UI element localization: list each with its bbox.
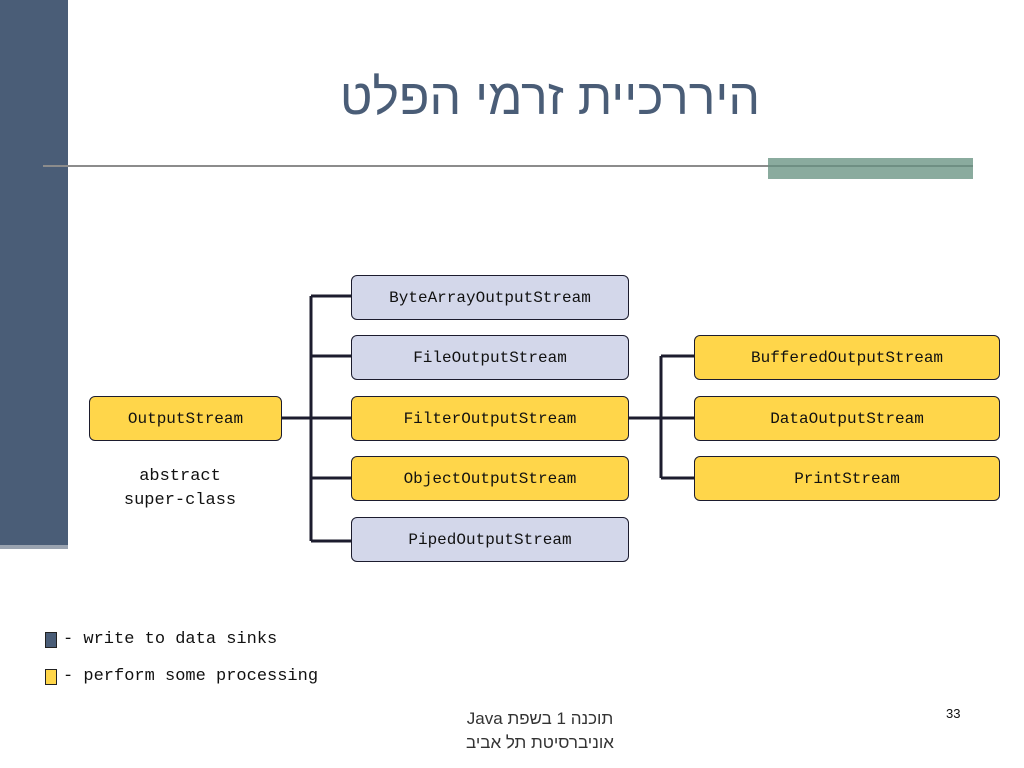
root-note-line-1: abstract — [139, 467, 221, 486]
legend-processing-text: - perform some processing — [63, 667, 319, 686]
legend-processing: - perform some processing — [45, 667, 318, 686]
node-fileoutputstream: FileOutputStream — [351, 335, 629, 380]
title-rule — [43, 165, 973, 167]
node-bytearrayoutputstream: ByteArrayOutputStream — [351, 275, 629, 320]
node-bufferedoutputstream: BufferedOutputStream — [694, 335, 1000, 380]
title-accent-block — [768, 158, 973, 179]
legend-sink-swatch — [45, 631, 57, 648]
legend-sink: - write to data sinks — [45, 630, 277, 649]
node-outputstream: OutputStream — [89, 396, 282, 441]
footer-course: תוכנה 1 בשפת Java — [466, 709, 614, 728]
page-number: 33 — [946, 706, 961, 721]
title-rule-accent — [768, 165, 973, 167]
node-printstream: PrintStream — [694, 456, 1000, 501]
slide-title: היררכיית זרמי הפלט — [339, 69, 761, 125]
legend-sink-text: - write to data sinks — [63, 630, 278, 649]
footer-university: אוניברסיטת תל אביב — [466, 733, 614, 752]
left-decor-bar — [0, 0, 68, 545]
node-filteroutputstream: FilterOutputStream — [351, 396, 629, 441]
node-pipedoutputstream: PipedOutputStream — [351, 517, 629, 562]
root-note: abstract super-class — [90, 465, 270, 513]
node-dataoutputstream: DataOutputStream — [694, 396, 1000, 441]
left-decor-bar-underline — [0, 545, 68, 549]
legend-processing-swatch — [45, 668, 57, 685]
root-note-line-2: super-class — [123, 491, 237, 510]
slide-footer: תוכנה 1 בשפת Java אוניברסיטת תל אביב — [390, 707, 690, 755]
node-objectoutputstream: ObjectOutputStream — [351, 456, 629, 501]
